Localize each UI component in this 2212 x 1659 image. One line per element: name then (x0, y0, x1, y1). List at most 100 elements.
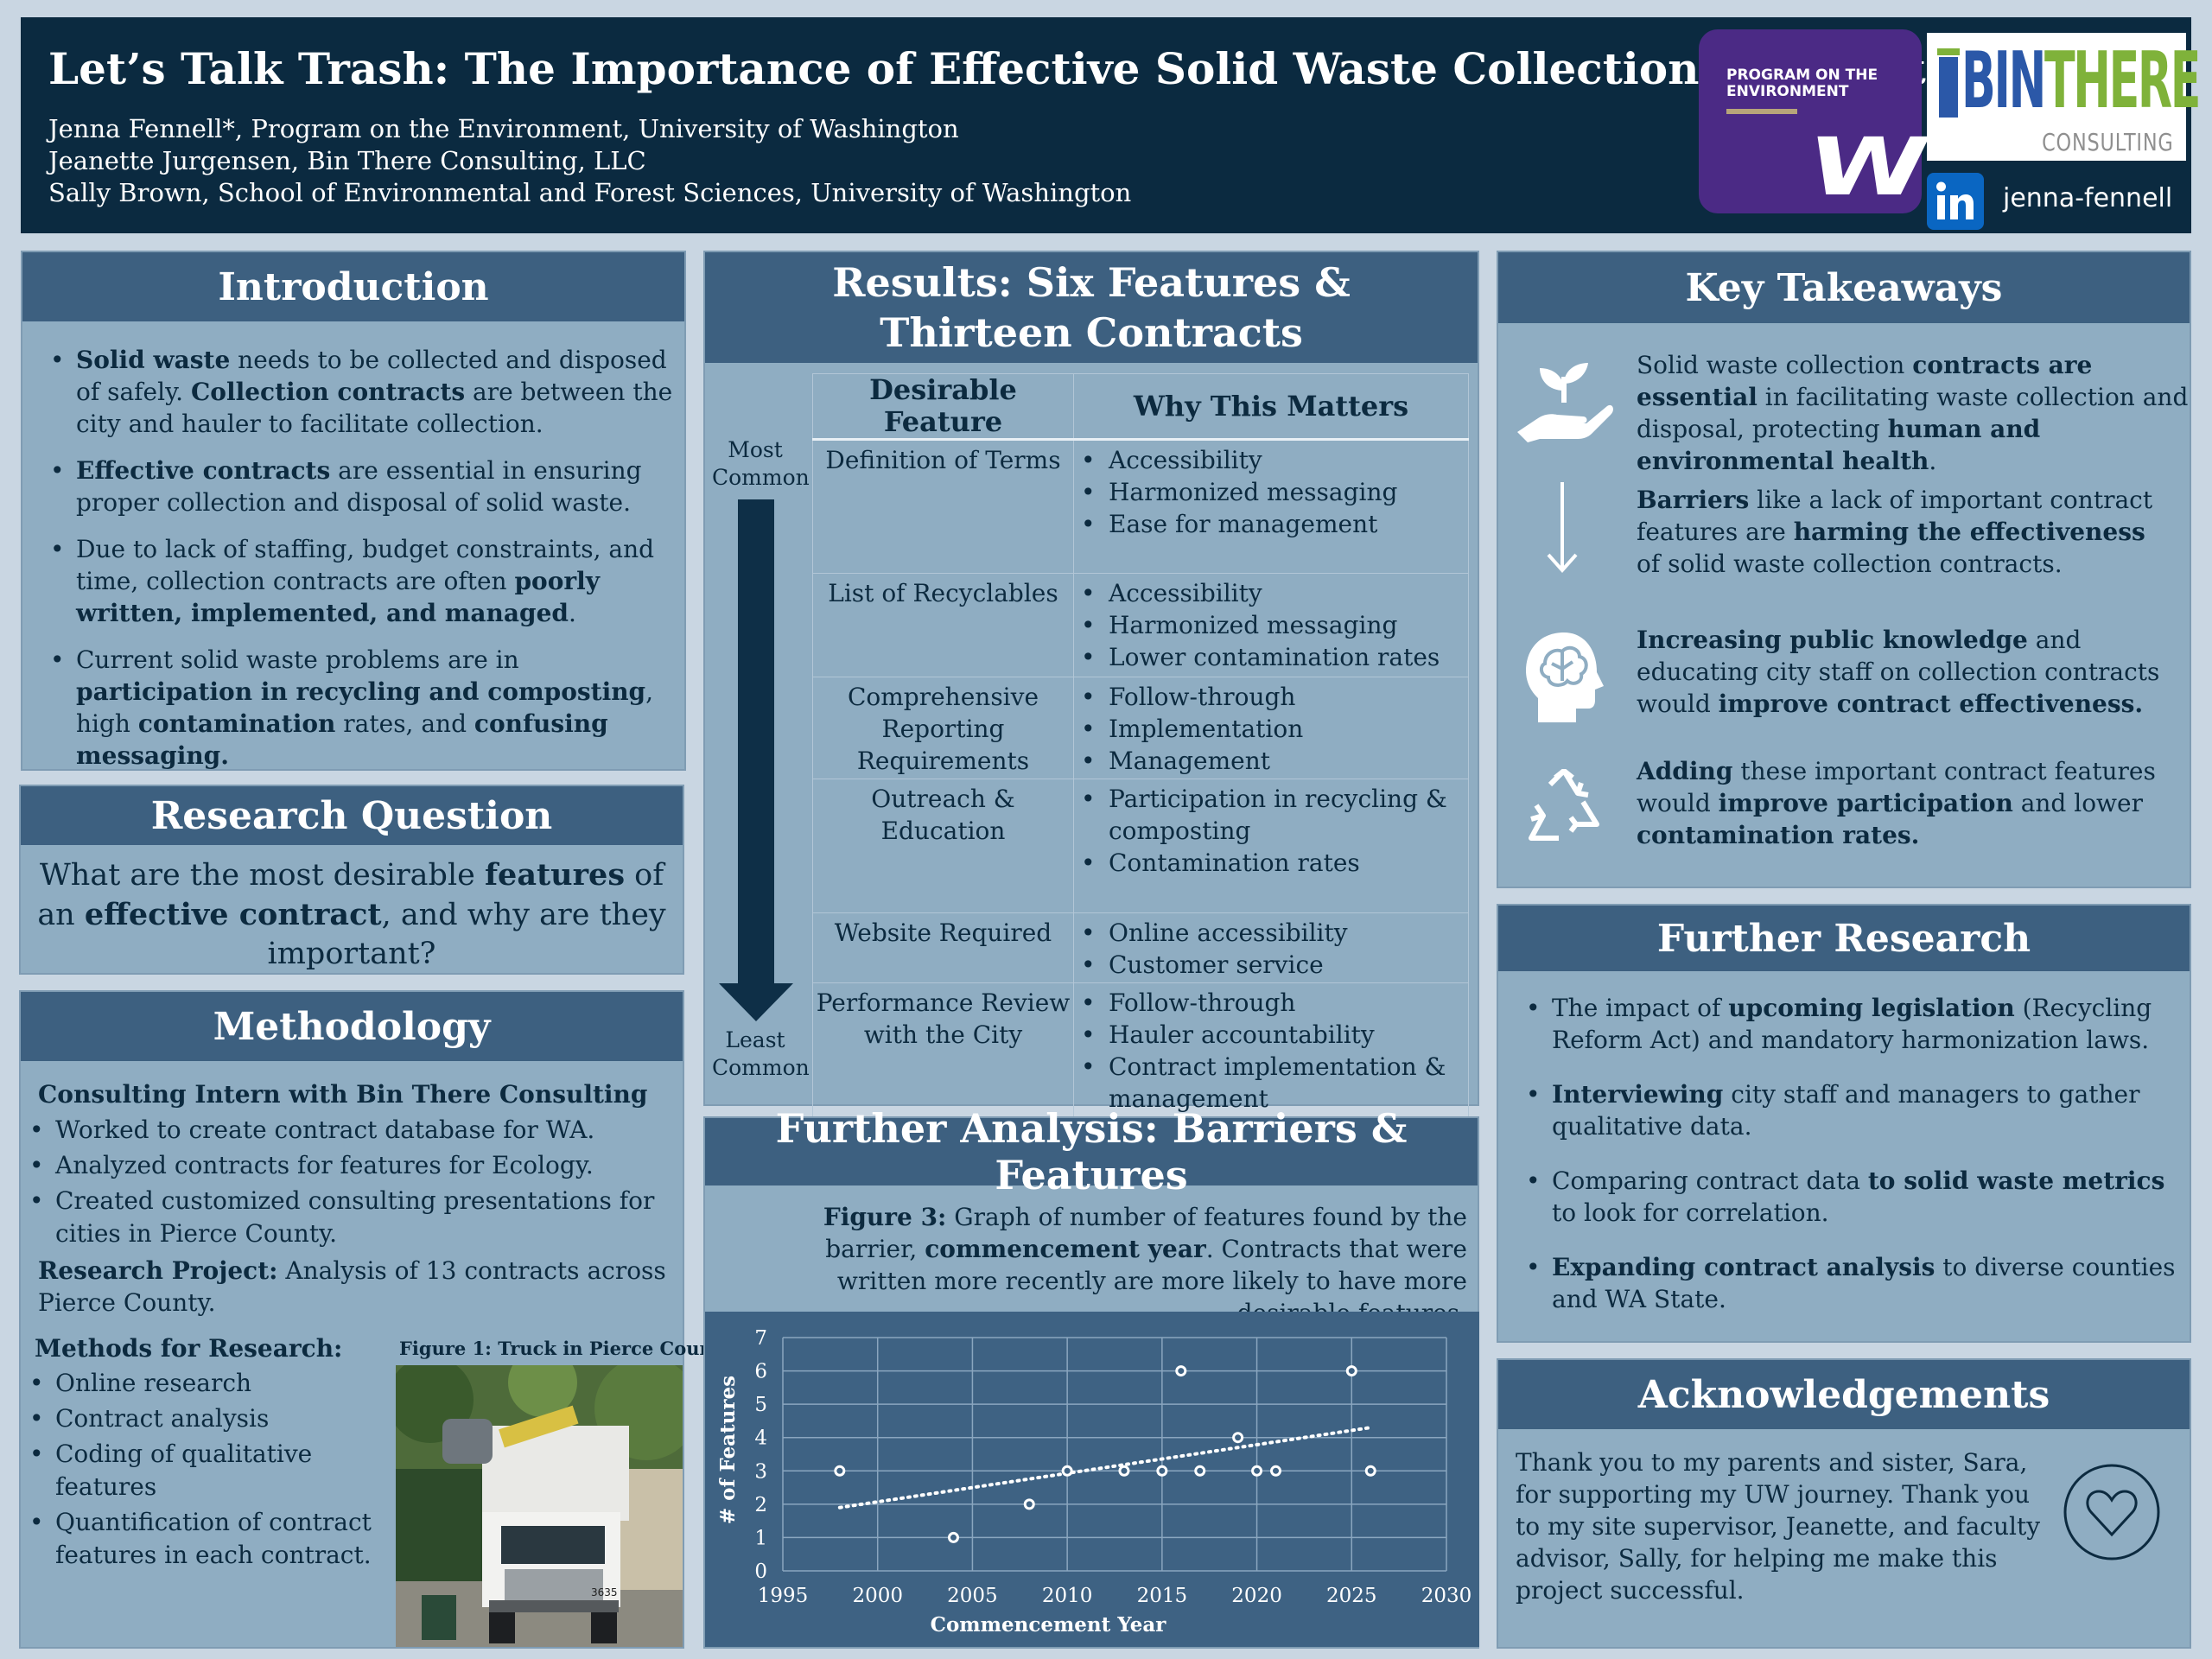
table-row: Comprehensive Reporting Requirements Fol… (812, 677, 1469, 779)
why-cell: Accessibility Harmonized messaging Lower… (1073, 573, 1469, 677)
y-tick-label: 2 (754, 1494, 767, 1516)
x-tick-label: 2000 (852, 1585, 903, 1607)
why-item: Accessibility (1079, 444, 1468, 476)
methods-heading: Methods for Research: (35, 1334, 343, 1363)
why-cell: Online accessibility Customer service (1073, 912, 1469, 983)
truck-number: 3635 (591, 1586, 618, 1599)
table-header-row: Desirable Feature Why This Matters (812, 373, 1469, 441)
why-item: Harmonized messaging (1079, 476, 1468, 508)
introduction-heading: Introduction (22, 252, 684, 321)
why-item: Ease for management (1079, 508, 1468, 540)
recycle-icon (1529, 769, 1599, 841)
why-cell: Participation in recycling & composting … (1073, 779, 1469, 913)
methodology-panel: Methodology Consulting Intern with Bin T… (19, 990, 732, 1649)
table-row: Outreach & Education Participation in re… (812, 779, 1469, 913)
takeaway-4: Adding these important contract features… (1637, 757, 2156, 849)
research-question-heading: Research Question (21, 786, 683, 845)
research-project-text: Research Project: Analysis of 13 contrac… (38, 1255, 677, 1319)
linkedin-handle[interactable]: jenna-fennell (2003, 183, 2173, 213)
why-cell: Follow-through Implementation Management (1073, 677, 1469, 779)
list-item: Analyzed contracts for features for Ecol… (21, 1149, 677, 1182)
list-item: Contract analysis (21, 1402, 392, 1435)
research-question-panel: Research Question What are the most desi… (19, 785, 684, 975)
truck-photo: 3635 (396, 1365, 683, 1647)
why-item: Lower contamination rates (1079, 641, 1468, 673)
y-tick-label: 1 (754, 1527, 767, 1549)
why-item: Participation in recycling & composting (1079, 783, 1468, 847)
list-item: Current solid waste problems are in part… (41, 644, 681, 772)
acknowledgements-panel: Acknowledgements Thank you to my parents… (1497, 1358, 2191, 1649)
uw-logo-bar (1726, 109, 1797, 114)
data-point (1345, 1365, 1357, 1377)
data-point (834, 1465, 846, 1477)
list-item: Created customized consulting presentati… (21, 1185, 677, 1250)
why-cell: Accessibility Harmonized messaging Ease … (1073, 439, 1469, 574)
why-item: Customer service (1079, 949, 1468, 981)
results-table: Desirable Feature Why This Matters Defin… (812, 373, 1469, 1117)
least-common-label: Least Common (712, 1027, 810, 1080)
takeaway-3: Increasing public knowledge and educatin… (1637, 626, 2160, 718)
feature-cell: Comprehensive Reporting Requirements (812, 677, 1074, 779)
feature-cell: Definition of Terms (812, 439, 1074, 574)
data-point (1251, 1465, 1263, 1477)
uw-logo-text: PROGRAM ON THE ENVIRONMENT (1726, 67, 1878, 100)
bin-there-wordmark-there: THERE (2044, 35, 2202, 126)
down-arrow-icon (719, 499, 793, 1021)
y-tick-label: 4 (754, 1427, 767, 1450)
x-tick-label: 2020 (1231, 1585, 1282, 1607)
author-line: Sally Brown, School of Environmental and… (48, 178, 1132, 207)
figure-3-label: Figure 3: (823, 1203, 947, 1231)
figure-3-bold: commencement year (925, 1235, 1206, 1263)
why-item: Implementation (1079, 713, 1468, 745)
data-point (1156, 1465, 1168, 1477)
research-project-body: Analysis of 13 contracts across Pierce C… (38, 1256, 666, 1317)
methodology-heading: Methodology (21, 992, 683, 1061)
key-takeaways-heading: Key Takeaways (1498, 252, 2190, 323)
bin-there-wordmark: BINTHERE (1961, 35, 2202, 126)
introduction-list: Solid waste needs to be collected and di… (41, 344, 681, 772)
list-item: The impact of upcoming legislation (Recy… (1517, 992, 2183, 1056)
author-line: Jeanette Jurgensen, Bin There Consulting… (48, 146, 646, 175)
acknowledgements-text: Thank you to my parents and sister, Sara… (1516, 1448, 2041, 1605)
feature-cell: Website Required (812, 912, 1074, 983)
why-item: Contamination rates (1079, 847, 1468, 879)
acknowledgements-heading: Acknowledgements (1498, 1360, 2190, 1429)
plant-in-hand-icon (1517, 363, 1613, 442)
list-item: Coding of qualitative features (21, 1438, 392, 1503)
figure-3-text-1: Graph of number of features found by the… (825, 1203, 1467, 1263)
x-tick-label: 2010 (1042, 1585, 1093, 1607)
chart-points (834, 1365, 1376, 1543)
uw-w-mark: W (1800, 121, 1933, 213)
linkedin-icon[interactable] (1927, 173, 1984, 230)
trendline (837, 1426, 1373, 1510)
y-tick-label: 5 (754, 1394, 767, 1416)
why-item: Contract implementation & management (1079, 1051, 1468, 1115)
list-item: Comparing contract data to solid waste m… (1517, 1165, 2183, 1229)
chart-trendline (837, 1426, 1373, 1510)
list-item: Due to lack of staffing, budget constrai… (41, 533, 681, 629)
brain-head-icon (1526, 632, 1604, 722)
bin-there-logo: BINTHERE CONSULTING (1927, 33, 2201, 161)
list-item: Expanding contract analysis to diverse c… (1517, 1251, 2183, 1315)
further-analysis-heading: Further Analysis: Barriers & Features (705, 1105, 1478, 1198)
poster-header: Let’s Talk Trash: The Importance of Effe… (21, 17, 2201, 233)
takeaway-2: Barriers like a lack of important contra… (1637, 486, 2153, 578)
results-heading: Results: Six Features & Thirteen Contrac… (705, 252, 1478, 363)
why-item: Hauler accountability (1079, 1019, 1468, 1051)
y-tick-label: 6 (754, 1361, 767, 1383)
further-research-list: The impact of upcoming legislation (Recy… (1517, 992, 2183, 1315)
feature-cell: List of Recyclables (812, 573, 1074, 677)
y-tick-label: 3 (754, 1460, 767, 1483)
table-row: Website Required Online accessibility Cu… (812, 912, 1469, 983)
heart-icon (2063, 1464, 2160, 1560)
x-tick-label: 2025 (1326, 1585, 1377, 1607)
why-item: Management (1079, 745, 1468, 777)
list-item: Interviewing city staff and managers to … (1517, 1078, 2183, 1142)
why-item: Follow-through (1079, 987, 1468, 1019)
data-point (1118, 1465, 1130, 1477)
methodology-subheading: Consulting Intern with Bin There Consult… (38, 1080, 648, 1109)
why-item: Accessibility (1079, 577, 1468, 609)
y-tick-label: 0 (754, 1560, 767, 1583)
figure-1-caption: Figure 1: Truck in Pierce County (399, 1338, 732, 1359)
